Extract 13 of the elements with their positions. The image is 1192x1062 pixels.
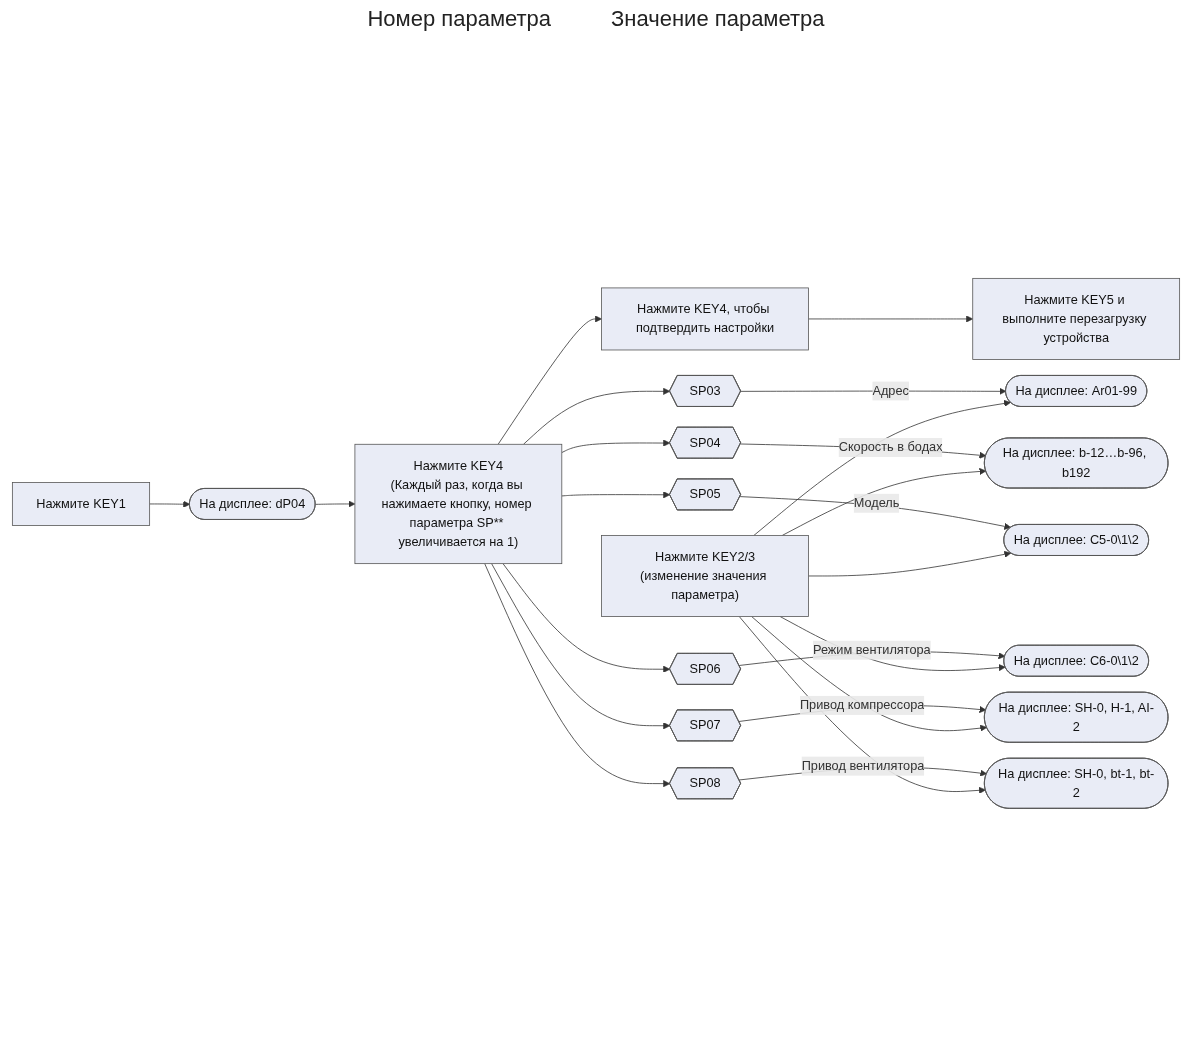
column-heading: Значение параметра [611,6,825,32]
edge-label: Режим вентилятора [812,642,931,657]
edge-label: Привод вентилятора [801,758,925,773]
node-box: Нажмите KEY5 и выполните перезагрузку устройства [972,277,1181,360]
node-box: Нажмите KEY1 [11,481,151,526]
node-box: Нажмите KEY4, чтобы подтвердить настройки [601,287,809,350]
edge-label: Скорость в бодах [838,439,943,454]
edge-label: Адрес [872,383,909,397]
edge-label: Привод компрессора [799,697,925,712]
node-box: Нажмите KEY4 (Каждый раз, когда вы нажимаете кнопку, номер параметра SP** увеличивается на 1) [354,443,563,564]
node-box: Нажмите KEY2/3 (изменение значения параметра) [601,534,809,617]
column-heading: Номер параметра [367,6,552,32]
edge-label: Модель [853,495,900,510]
